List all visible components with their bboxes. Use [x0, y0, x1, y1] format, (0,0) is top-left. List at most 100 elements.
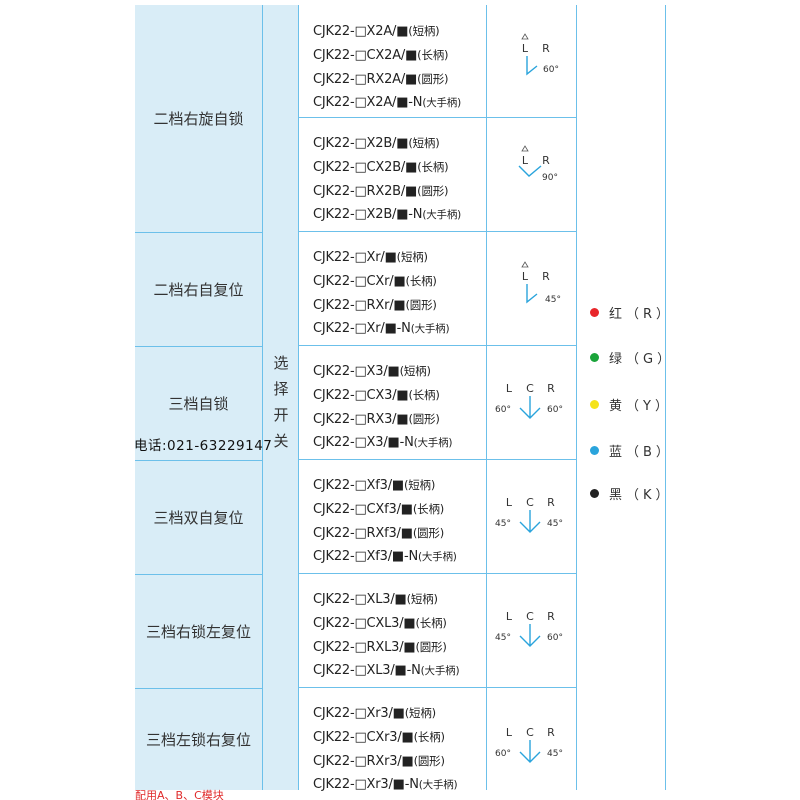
color-legend-item: 绿（G） [590, 347, 674, 367]
diagram-label: C [526, 726, 534, 739]
model-line: CJK22-□RX2A/■(圆形) [313, 71, 488, 87]
triangle-icon [521, 145, 529, 152]
model-code: CJK22-□RXr3/■ [313, 754, 414, 769]
model-note: (大手柄) [422, 209, 462, 221]
model-note: (长柄) [408, 388, 440, 402]
model-code: CJK22-□RXL3/■ [313, 640, 416, 655]
diagram-label: R [542, 270, 550, 283]
angle-label: 45° [495, 519, 511, 529]
angle-lines [519, 624, 541, 647]
color-legend-label: 黄（Y） [609, 398, 672, 414]
angle-label: 60° [495, 749, 511, 759]
model-line: CJK22-□Xf3/■-N(大手柄) [313, 549, 488, 564]
angle-lines [519, 396, 541, 419]
model-code: CJK22-□Xf3/■-N [313, 549, 418, 564]
model-code: CJK22-□CXf3/■ [313, 502, 413, 517]
model-note: (短柄) [408, 136, 440, 150]
model-note: (长柄) [415, 616, 447, 630]
model-line: CJK22-□Xr3/■(短柄) [313, 705, 488, 721]
model-code: CJK22-□CXr/■ [313, 274, 406, 289]
grid-line [486, 5, 487, 790]
model-line: CJK22-□X3/■(短柄) [313, 363, 488, 379]
category-cell: 二档右自复位 [135, 232, 262, 347]
model-note: (短柄) [404, 706, 436, 720]
model-line: CJK22-□CXf3/■(长柄) [313, 501, 488, 517]
model-line: CJK22-□Xr3/■-N(大手柄) [313, 777, 488, 792]
triangle-icon [521, 33, 529, 40]
model-note: (圆形) [413, 754, 445, 768]
diagram-label: C [526, 610, 534, 623]
diagram-label: R [547, 726, 555, 739]
color-dot-icon [590, 352, 599, 362]
model-note: (圆形) [415, 640, 447, 654]
grid-line [665, 5, 666, 790]
model-note: (大手柄) [417, 551, 457, 563]
row-divider [299, 687, 577, 688]
model-code: CJK22-□CXr3/■ [313, 730, 414, 745]
model-code: CJK22-□Xr/■-N [313, 321, 411, 336]
diagram-label: C [526, 382, 534, 395]
model-note: (大手柄) [418, 779, 458, 791]
color-legend-label: 黑（K） [609, 487, 673, 503]
diagram-label: L [522, 154, 529, 167]
model-line: CJK22-□RXr3/■(圆形) [313, 753, 488, 769]
model-code: CJK22-□XL3/■-N [313, 663, 421, 678]
model-code: CJK22-□RX2A/■ [313, 72, 418, 87]
color-dot-icon [590, 399, 599, 409]
angle-label: 60° [547, 405, 563, 415]
color-legend-label: 绿（G） [609, 351, 675, 367]
model-note: (圆形) [405, 298, 437, 312]
diagram-label: L [506, 382, 513, 395]
model-line: CJK22-□X2A/■(短柄) [313, 23, 488, 39]
angle-lines [526, 284, 538, 304]
model-note: (长柄) [417, 48, 449, 62]
row-divider [299, 117, 577, 118]
model-note: (长柄) [412, 502, 445, 516]
model-code: CJK22-□X2A/■-N [313, 95, 423, 110]
category-cell: 二档右旋自锁 [135, 5, 262, 233]
model-note: (大手柄) [410, 323, 450, 335]
angle-lines [518, 165, 542, 177]
model-code: CJK22-□RXr/■ [313, 298, 406, 313]
color-legend-item: 红（R） [590, 302, 673, 322]
model-line: CJK22-□RX3/■(圆形) [313, 411, 488, 427]
model-code: CJK22-□RX2B/■ [313, 184, 418, 199]
model-line: CJK22-□Xr/■-N(大手柄) [313, 321, 488, 336]
angle-label: 60° [543, 65, 559, 75]
diagram-label: C [526, 496, 534, 509]
diagram-label: R [547, 610, 555, 623]
model-code: CJK22-□XL3/■ [313, 592, 407, 607]
model-code: CJK22-□Xf3/■ [313, 478, 404, 493]
color-dot-icon [590, 445, 599, 455]
diagram-label: L [522, 42, 529, 55]
angle-lines [526, 56, 538, 76]
row-divider [299, 459, 577, 460]
angle-label: 45° [495, 633, 511, 643]
model-line: CJK22-□CXr/■(长柄) [313, 273, 488, 289]
model-line: CJK22-□CX2B/■(长柄) [313, 159, 488, 175]
diagram-label: L [506, 610, 513, 623]
category-column: 二档右旋自锁 二档右自复位 三档自锁 三档双自复位 三档右锁左复位 三档左锁右复… [135, 5, 262, 790]
model-code: CJK22-□CX2B/■ [313, 160, 418, 175]
diagram-label: L [506, 726, 513, 739]
model-note: (大手柄) [413, 437, 453, 449]
category-cell: 三档左锁右复位 [135, 688, 262, 790]
model-line: CJK22-□X2B/■(短柄) [313, 135, 488, 151]
diagram-label: R [547, 382, 555, 395]
angle-label: 45° [545, 295, 561, 305]
phone-number: 电话:021-63229147 [134, 438, 273, 454]
model-line: CJK22-□RXL3/■(圆形) [313, 639, 488, 655]
model-note: (短柄) [406, 592, 438, 606]
model-note: (大手柄) [420, 665, 460, 677]
model-code: CJK22-□X2B/■-N [313, 207, 423, 222]
color-legend-label: 红（R） [609, 306, 674, 322]
model-line: CJK22-□Xf3/■(短柄) [313, 477, 488, 493]
model-line: CJK22-□RXf3/■(圆形) [313, 525, 488, 541]
row-divider [299, 231, 577, 232]
model-line: CJK22-□RXr/■(圆形) [313, 297, 488, 313]
